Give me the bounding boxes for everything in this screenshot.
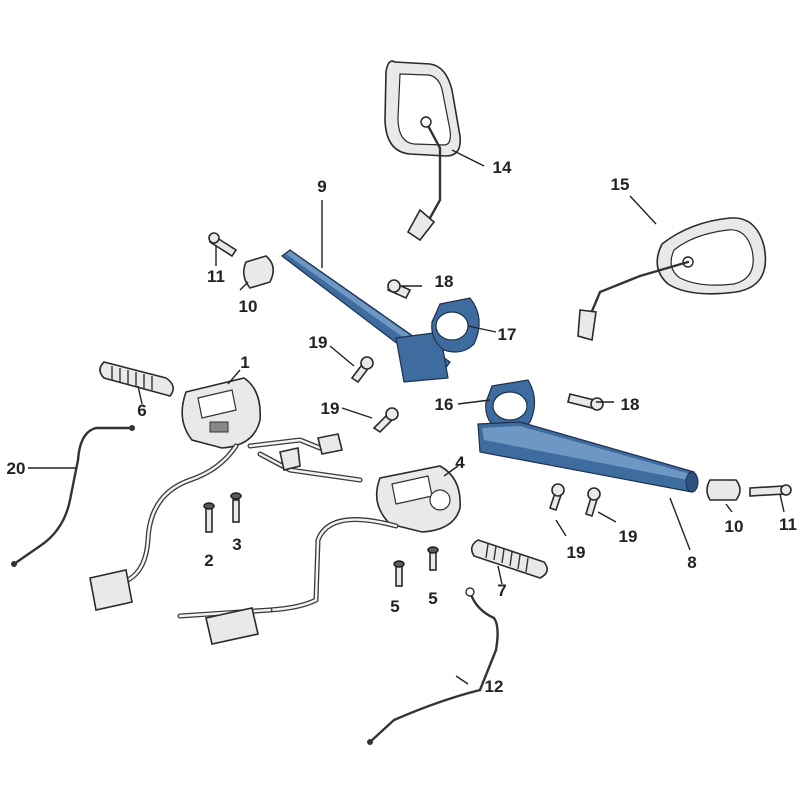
part-10-bar-end-weight-right — [706, 479, 741, 501]
callout-3: 3 — [232, 535, 241, 554]
part-11-bar-end-bolt-right — [749, 484, 792, 497]
left-switch-wiring — [89, 433, 343, 611]
part-4-right-switch-housing — [375, 465, 461, 533]
callout-19-b: 19 — [321, 399, 340, 418]
part-10-bar-end-weight-left — [242, 255, 274, 289]
leader-lines — [28, 149, 785, 685]
part-19-bolt-c — [548, 483, 565, 512]
callout-19-c: 19 — [567, 543, 586, 562]
callout-numbers: 14 15 9 18 17 19 19 16 18 1 4 6 7 8 10 1… — [7, 158, 797, 696]
part-15-right-mirror — [577, 217, 767, 342]
right-switch-wiring — [177, 447, 399, 645]
part-8-right-handlebar-tube — [477, 421, 699, 493]
callout-2: 2 — [204, 551, 213, 570]
callout-11-right: 11 — [779, 515, 797, 534]
part-19-bolt-b — [372, 407, 399, 434]
part-5-screw-a — [393, 560, 405, 587]
callout-16: 16 — [435, 395, 454, 414]
callout-20: 20 — [7, 459, 26, 478]
callout-17: 17 — [498, 325, 517, 344]
callout-12: 12 — [485, 677, 504, 696]
callout-5-a: 5 — [390, 597, 399, 616]
part-18-clamp-bolt-lower — [567, 393, 604, 411]
part-1-left-switch-housing — [181, 377, 261, 449]
part-19-bolt-a — [350, 356, 374, 384]
callout-10-left: 10 — [239, 297, 258, 316]
callout-5-b: 5 — [428, 589, 437, 608]
part-9-left-handlebar-tube — [281, 249, 451, 383]
part-7-right-grip — [470, 539, 548, 579]
callout-11-left: 11 — [207, 267, 225, 286]
part-6-left-grip — [99, 361, 174, 397]
callout-6: 6 — [137, 401, 146, 420]
part-18-clamp-bolt-upper — [386, 279, 412, 300]
callout-7: 7 — [497, 581, 506, 600]
part-2-screw — [203, 502, 215, 533]
part-11-bar-end-bolt-left — [208, 232, 238, 258]
callout-19-a: 19 — [309, 333, 328, 352]
part-14-left-mirror — [384, 60, 462, 242]
callout-9: 9 — [317, 177, 326, 196]
callout-8: 8 — [687, 553, 696, 572]
callout-1: 1 — [240, 353, 249, 372]
part-19-bolt-d — [585, 487, 601, 518]
callout-18-lower: 18 — [621, 395, 640, 414]
callout-15: 15 — [611, 175, 630, 194]
callout-19-d: 19 — [619, 527, 638, 546]
callout-18-upper: 18 — [435, 272, 454, 291]
callout-14: 14 — [493, 158, 512, 177]
part-3-screw — [230, 492, 242, 523]
part-20-clutch-cable — [11, 425, 135, 567]
callout-10-right: 10 — [725, 517, 744, 536]
part-16-right-clamp — [485, 379, 536, 433]
part-12-throttle-cable — [367, 587, 499, 745]
callout-4: 4 — [455, 453, 465, 472]
part-17-left-clamp — [431, 297, 480, 353]
part-5-screw-b — [427, 546, 439, 571]
